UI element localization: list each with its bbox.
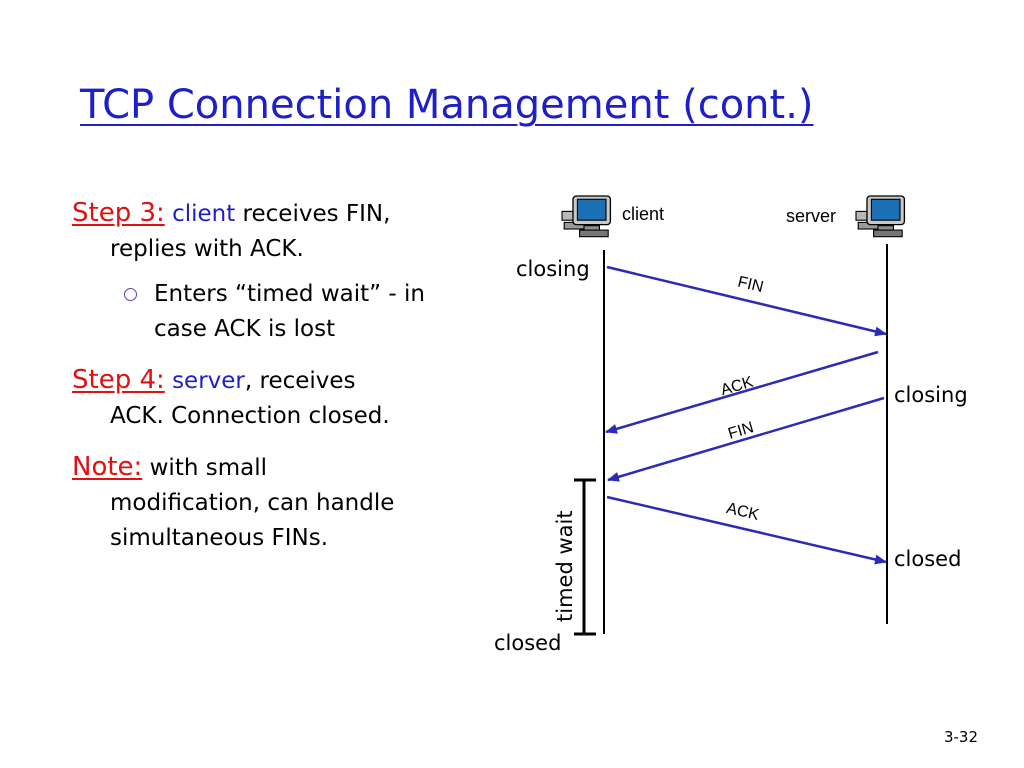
client-computer-icon	[561, 195, 612, 238]
bullet-note: Note: with small modification, can handl…	[72, 450, 482, 556]
server-closing-label: closing	[894, 383, 968, 407]
step-4-text-1: , receives	[244, 368, 356, 394]
page-number: 3-32	[943, 728, 978, 746]
sub-bullet-text-1: Enters “timed wait” - in	[154, 281, 425, 307]
fin-message-label-1: FIN	[736, 274, 765, 297]
step-3-label: Step 3:	[72, 198, 165, 228]
sub-bullet-text-2: case ACK is lost	[154, 316, 336, 342]
bullet-step-4: Step 4: server, receives ACK. Connection…	[72, 363, 482, 434]
note-text-2: modification, can handle	[110, 490, 395, 516]
bullet-circle-icon	[124, 288, 137, 301]
fin-message-label-2: FIN	[726, 419, 756, 443]
client-closing-label: closing	[516, 257, 590, 281]
step-3-text-2: replies with ACK.	[110, 236, 304, 262]
bullet-step-3: Step 3: client receives FIN, replies wit…	[72, 196, 482, 267]
fin-message-arrow-1	[606, 265, 887, 337]
note-text-1: with small	[142, 455, 267, 481]
fin-message-arrow-2	[607, 396, 885, 482]
timed-wait-label: timed wait	[553, 510, 577, 622]
step-3-actor: client	[172, 201, 236, 227]
ack-message-label-1: ACK	[719, 374, 756, 400]
step-4-actor: server	[172, 368, 245, 394]
note-label: Note:	[72, 452, 143, 482]
sub-bullet-timed-wait: Enters “timed wait” - in case ACK is los…	[124, 277, 482, 347]
step-3-text-1: receives FIN,	[235, 201, 391, 227]
ack-message-arrow-1	[605, 350, 879, 434]
slide-title: TCP Connection Management (cont.)	[80, 82, 814, 128]
client-host-label: client	[622, 204, 664, 224]
server-closed-label: closed	[894, 547, 961, 571]
step-4-text-2: ACK. Connection closed.	[110, 403, 390, 429]
timed-wait-bracket	[574, 478, 596, 636]
note-text-3: simultaneous FINs.	[110, 525, 329, 551]
ack-message-arrow-2	[606, 495, 887, 565]
bullet-list: Step 3: client receives FIN, replies wit…	[72, 196, 482, 572]
server-computer-icon	[855, 195, 906, 238]
client-closed-label: closed	[494, 631, 561, 655]
server-host-label: server	[786, 206, 836, 226]
ack-message-label-2: ACK	[725, 500, 761, 524]
step-4-label: Step 4:	[72, 365, 165, 395]
